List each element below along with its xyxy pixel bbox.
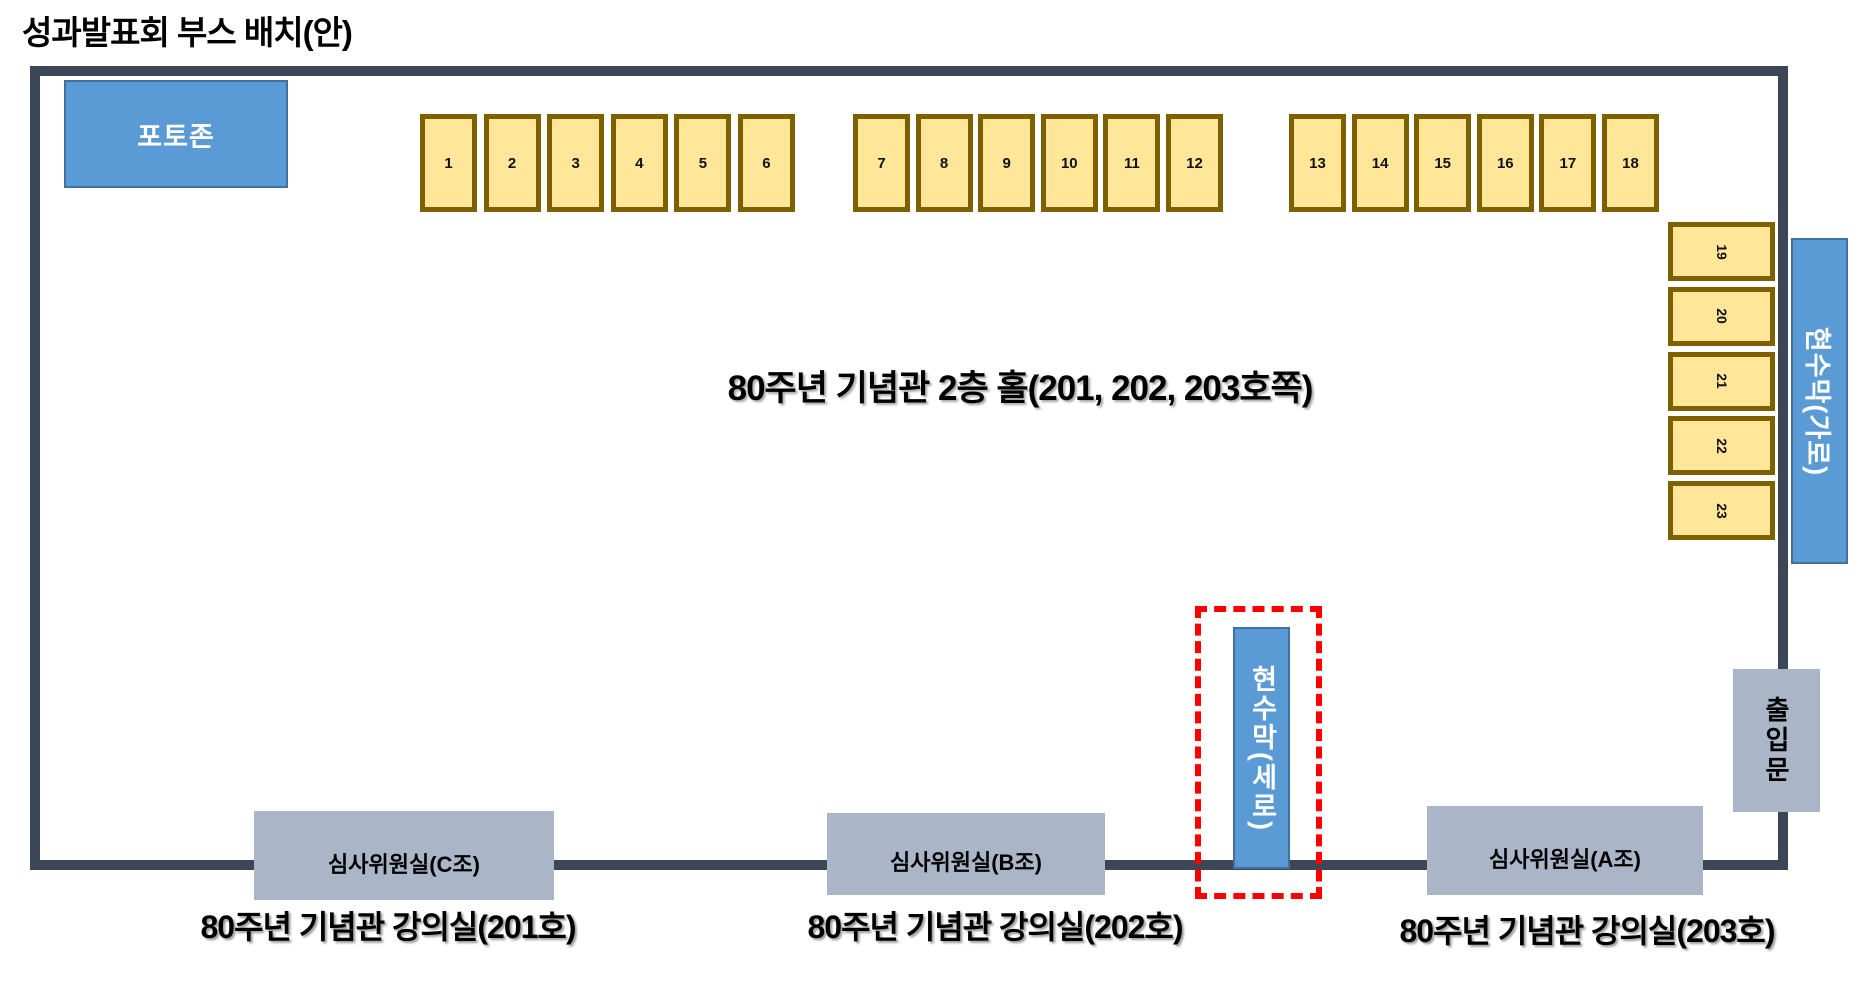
booth-19: 19	[1668, 222, 1775, 281]
booth-number: 15	[1434, 154, 1452, 172]
booth-number: 4	[635, 154, 644, 172]
booth-number: 17	[1559, 154, 1577, 172]
judge-room-c-label: 심사위원실(C조)	[328, 851, 480, 877]
booth-11: 11	[1103, 114, 1161, 212]
booth-15: 15	[1414, 114, 1472, 212]
booth-10: 10	[1040, 114, 1098, 212]
judge-room-b: 심사위원실(B조)	[827, 813, 1105, 895]
booth-3: 3	[547, 114, 605, 212]
booth-21: 21	[1668, 351, 1775, 411]
booth-1: 1	[420, 114, 477, 212]
booth-number: 23	[1713, 502, 1730, 519]
banner-vertical-highlight-outline	[1195, 606, 1322, 899]
booth-4: 4	[610, 114, 668, 212]
booth-group-7-12: 7 8 9 10 11 12	[853, 114, 1223, 212]
booth-2: 2	[483, 114, 541, 212]
booth-5: 5	[674, 114, 732, 212]
entrance-door-box: 출입문	[1733, 669, 1820, 812]
booth-number: 10	[1060, 154, 1078, 172]
booth-number: 14	[1371, 154, 1389, 172]
room-label-203: 80주년 기념관 강의실(203호)	[1399, 913, 1775, 949]
booth-18: 18	[1601, 114, 1659, 212]
booth-14: 14	[1351, 114, 1409, 212]
booth-number: 6	[762, 154, 771, 172]
booth-16: 16	[1476, 114, 1534, 212]
booth-17: 17	[1539, 114, 1597, 212]
banner-vertical-label: 현수막(세로)	[1247, 664, 1277, 832]
booth-group-1-6: 1 2 3 4 5 6	[420, 114, 795, 212]
judge-room-c: 심사위원실(C조)	[254, 811, 554, 900]
booth-number: 7	[877, 154, 886, 172]
booth-number: 2	[507, 154, 517, 172]
booth-group-19-23: 19 20 21 22 23	[1668, 222, 1775, 540]
booth-number: 9	[1002, 154, 1011, 172]
booth-7: 7	[853, 114, 910, 212]
booth-number: 19	[1713, 243, 1730, 260]
booth-number: 11	[1123, 154, 1140, 172]
banner-horizontal-box: 현수막(가로)	[1791, 238, 1848, 564]
booth-number: 16	[1496, 154, 1514, 172]
booth-number: 1	[444, 154, 453, 172]
booth-number: 21	[1713, 373, 1730, 389]
booth-number: 5	[698, 154, 708, 172]
photo-zone-label: 포토존	[137, 121, 215, 152]
booth-number: 13	[1309, 154, 1326, 172]
banner-horizontal-label: 현수막(가로)	[1802, 326, 1832, 476]
booth-12: 12	[1165, 114, 1223, 212]
room-label-202: 80주년 기념관 강의실(202호)	[807, 909, 1183, 945]
booth-9: 9	[978, 114, 1036, 212]
booth-number: 18	[1622, 154, 1639, 172]
judge-room-b-label: 심사위원실(B조)	[890, 850, 1042, 875]
photo-zone-box: 포토존	[64, 80, 288, 188]
booth-number: 22	[1713, 437, 1730, 454]
booth-number: 8	[939, 154, 949, 172]
booth-number: 12	[1186, 154, 1203, 172]
booth-number: 3	[571, 154, 580, 172]
page-title: 성과발표회 부스 배치(안)	[22, 14, 353, 51]
booth-8: 8	[915, 114, 973, 212]
judge-room-a: 심사위원실(A조)	[1427, 806, 1703, 895]
entrance-door-label: 출입문	[1761, 695, 1791, 786]
room-label-201: 80주년 기념관 강의실(201호)	[200, 909, 576, 945]
banner-vertical-box: 현수막(세로)	[1233, 627, 1290, 869]
booth-13: 13	[1289, 114, 1346, 212]
booth-22: 22	[1668, 416, 1775, 476]
booth-number: 20	[1713, 308, 1730, 325]
booth-6: 6	[737, 114, 795, 212]
booth-20: 20	[1668, 286, 1775, 346]
hall-name-label: 80주년 기념관 2층 홀(201, 202, 203호쪽)	[727, 369, 1314, 408]
judge-room-a-label: 심사위원실(A조)	[1489, 846, 1641, 872]
booth-group-13-18: 13 14 15 16 17 18	[1289, 114, 1659, 212]
booth-23: 23	[1668, 481, 1775, 540]
